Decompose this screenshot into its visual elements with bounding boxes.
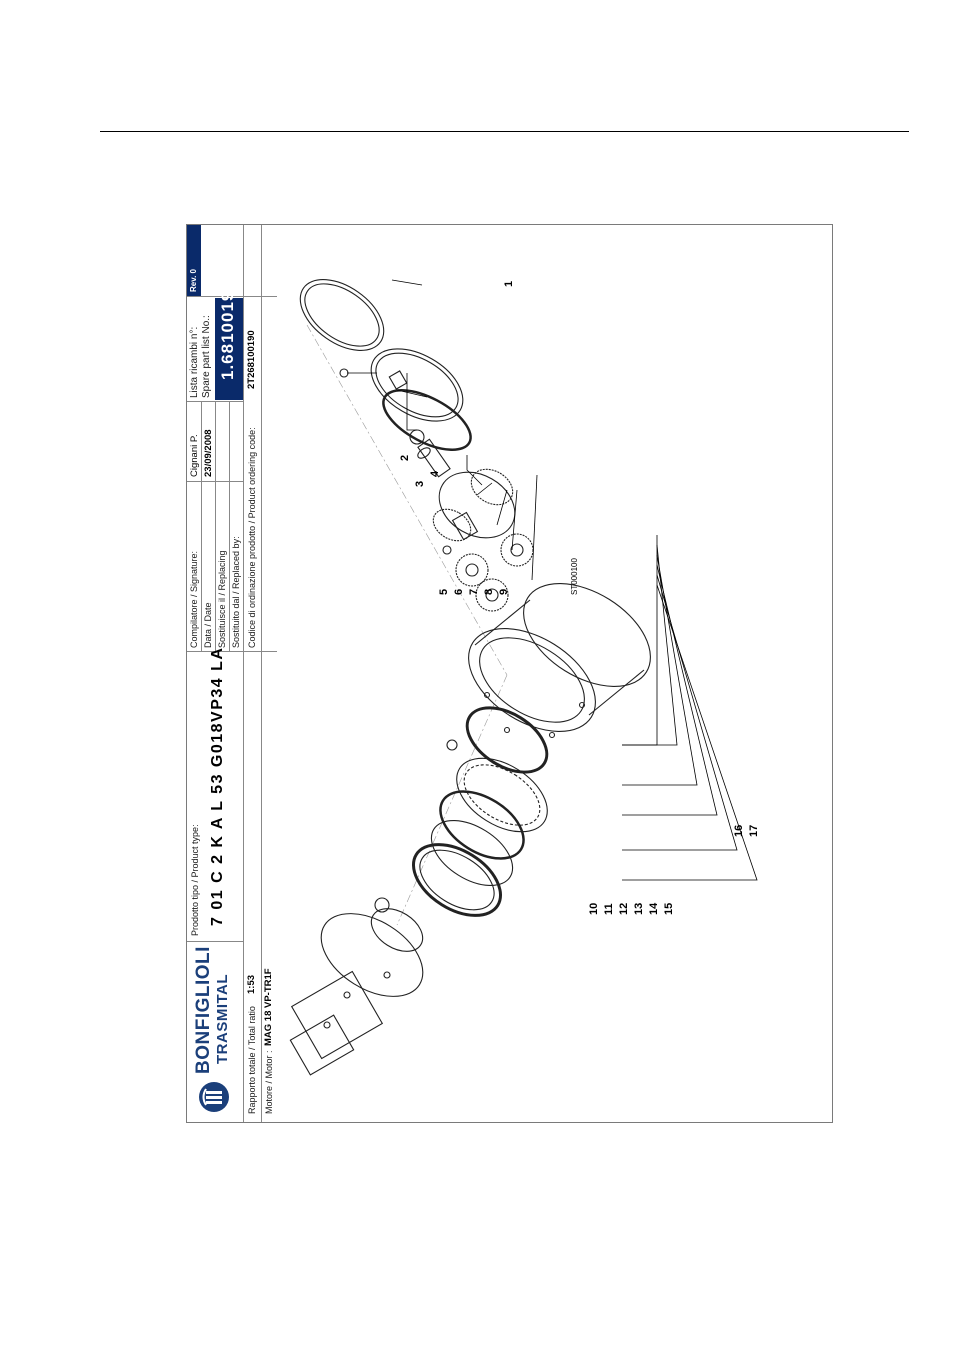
part-cover-plate (370, 348, 464, 422)
callout-13: 13 (633, 903, 645, 915)
callout-14: 14 (648, 902, 660, 915)
callout-4: 4 (429, 470, 441, 477)
part-11-seal (465, 706, 549, 774)
product-type-value: 7 01 C 2 K A L 53 G018VP34 LA (209, 646, 226, 926)
date-value: 23/09/2008 (203, 429, 214, 477)
ratio-label: Rapporto totale / Total ratio (247, 1006, 257, 1114)
drawing-stamp: ST000100 (570, 558, 579, 595)
callout-17: 17 (748, 825, 760, 837)
callout-9: 9 (498, 589, 510, 595)
part-15-face-seal (411, 843, 503, 917)
callout-15: 15 (663, 903, 675, 915)
callout-2: 2 (399, 455, 411, 461)
callout-3: 3 (414, 481, 426, 487)
part-3-o-ring (382, 388, 472, 452)
part-13-ring (439, 790, 525, 860)
compiler-value: Cignani P. (189, 434, 200, 477)
callout-labels: 1 2 3 4 5 6 7 8 9 10 11 12 13 14 15 16 1… (399, 281, 760, 915)
ordering-code-value: 2T268100190 (246, 330, 257, 389)
ratio-value: 1:53 (246, 974, 257, 994)
part-2-plug (339, 368, 349, 378)
part-housing (468, 583, 651, 739)
header-rule (100, 131, 909, 132)
spare-list-number: 1.68100190 (215, 280, 243, 400)
callout-10: 10 (588, 903, 600, 915)
part-6-planet-carrier (432, 468, 516, 542)
logo-emblem-icon (199, 1082, 229, 1112)
date-label: Data / Date (203, 602, 213, 648)
callout-7: 7 (468, 589, 480, 595)
replaced-by-label: Sostituito dal / Replaced by: (231, 536, 241, 648)
brand-name: BONFIGLIOLI (193, 946, 214, 1074)
part-12-bearing (456, 757, 548, 833)
motor-label: Motore / Motor : (264, 1050, 274, 1114)
spare-list-label-it: Lista ricambi n°: (189, 326, 200, 398)
bonfiglioli-logo (197, 1080, 231, 1114)
part-5-sun-shaft (417, 438, 451, 478)
callout-16: 16 (733, 825, 745, 837)
part-9-planet-gears (442, 533, 534, 612)
part-14-ring (430, 819, 514, 887)
brand-subname: TRASMITAL (214, 973, 231, 1064)
callout-12: 12 (618, 903, 630, 915)
callout-11: 11 (603, 903, 615, 915)
ordering-code-label: Codice di ordinazione prodotto / Product… (247, 427, 257, 648)
callout-8: 8 (483, 589, 495, 595)
part-1-snap-ring (299, 279, 385, 351)
revision-badge: Rev. 0 (187, 225, 201, 296)
callout-5: 5 (438, 589, 450, 595)
motor-value: MAG 18 VP-TR1F (263, 968, 274, 1046)
part-17-hydraulic-motor (289, 908, 424, 1076)
replacing-label: Sostituisce il / Replacing (217, 550, 227, 648)
spare-list-label-en: Spare part list No.: (201, 315, 212, 398)
part-10-pin (446, 739, 458, 751)
product-type-label: Prodotto tipo / Product type: (190, 824, 200, 936)
compiler-label: Compilatore / Signature: (189, 550, 199, 648)
part-16-washer (374, 897, 390, 913)
exploded-view-sheet: BONFIGLIOLI TRASMITAL Prodotto tipo / Pr… (186, 224, 833, 1123)
title-block: BONFIGLIOLI TRASMITAL Prodotto tipo / Pr… (187, 225, 277, 1122)
callout-6: 6 (453, 589, 465, 595)
callout-1: 1 (503, 281, 515, 287)
exploded-drawing: ST000100 1 2 3 4 5 (289, 279, 760, 1076)
